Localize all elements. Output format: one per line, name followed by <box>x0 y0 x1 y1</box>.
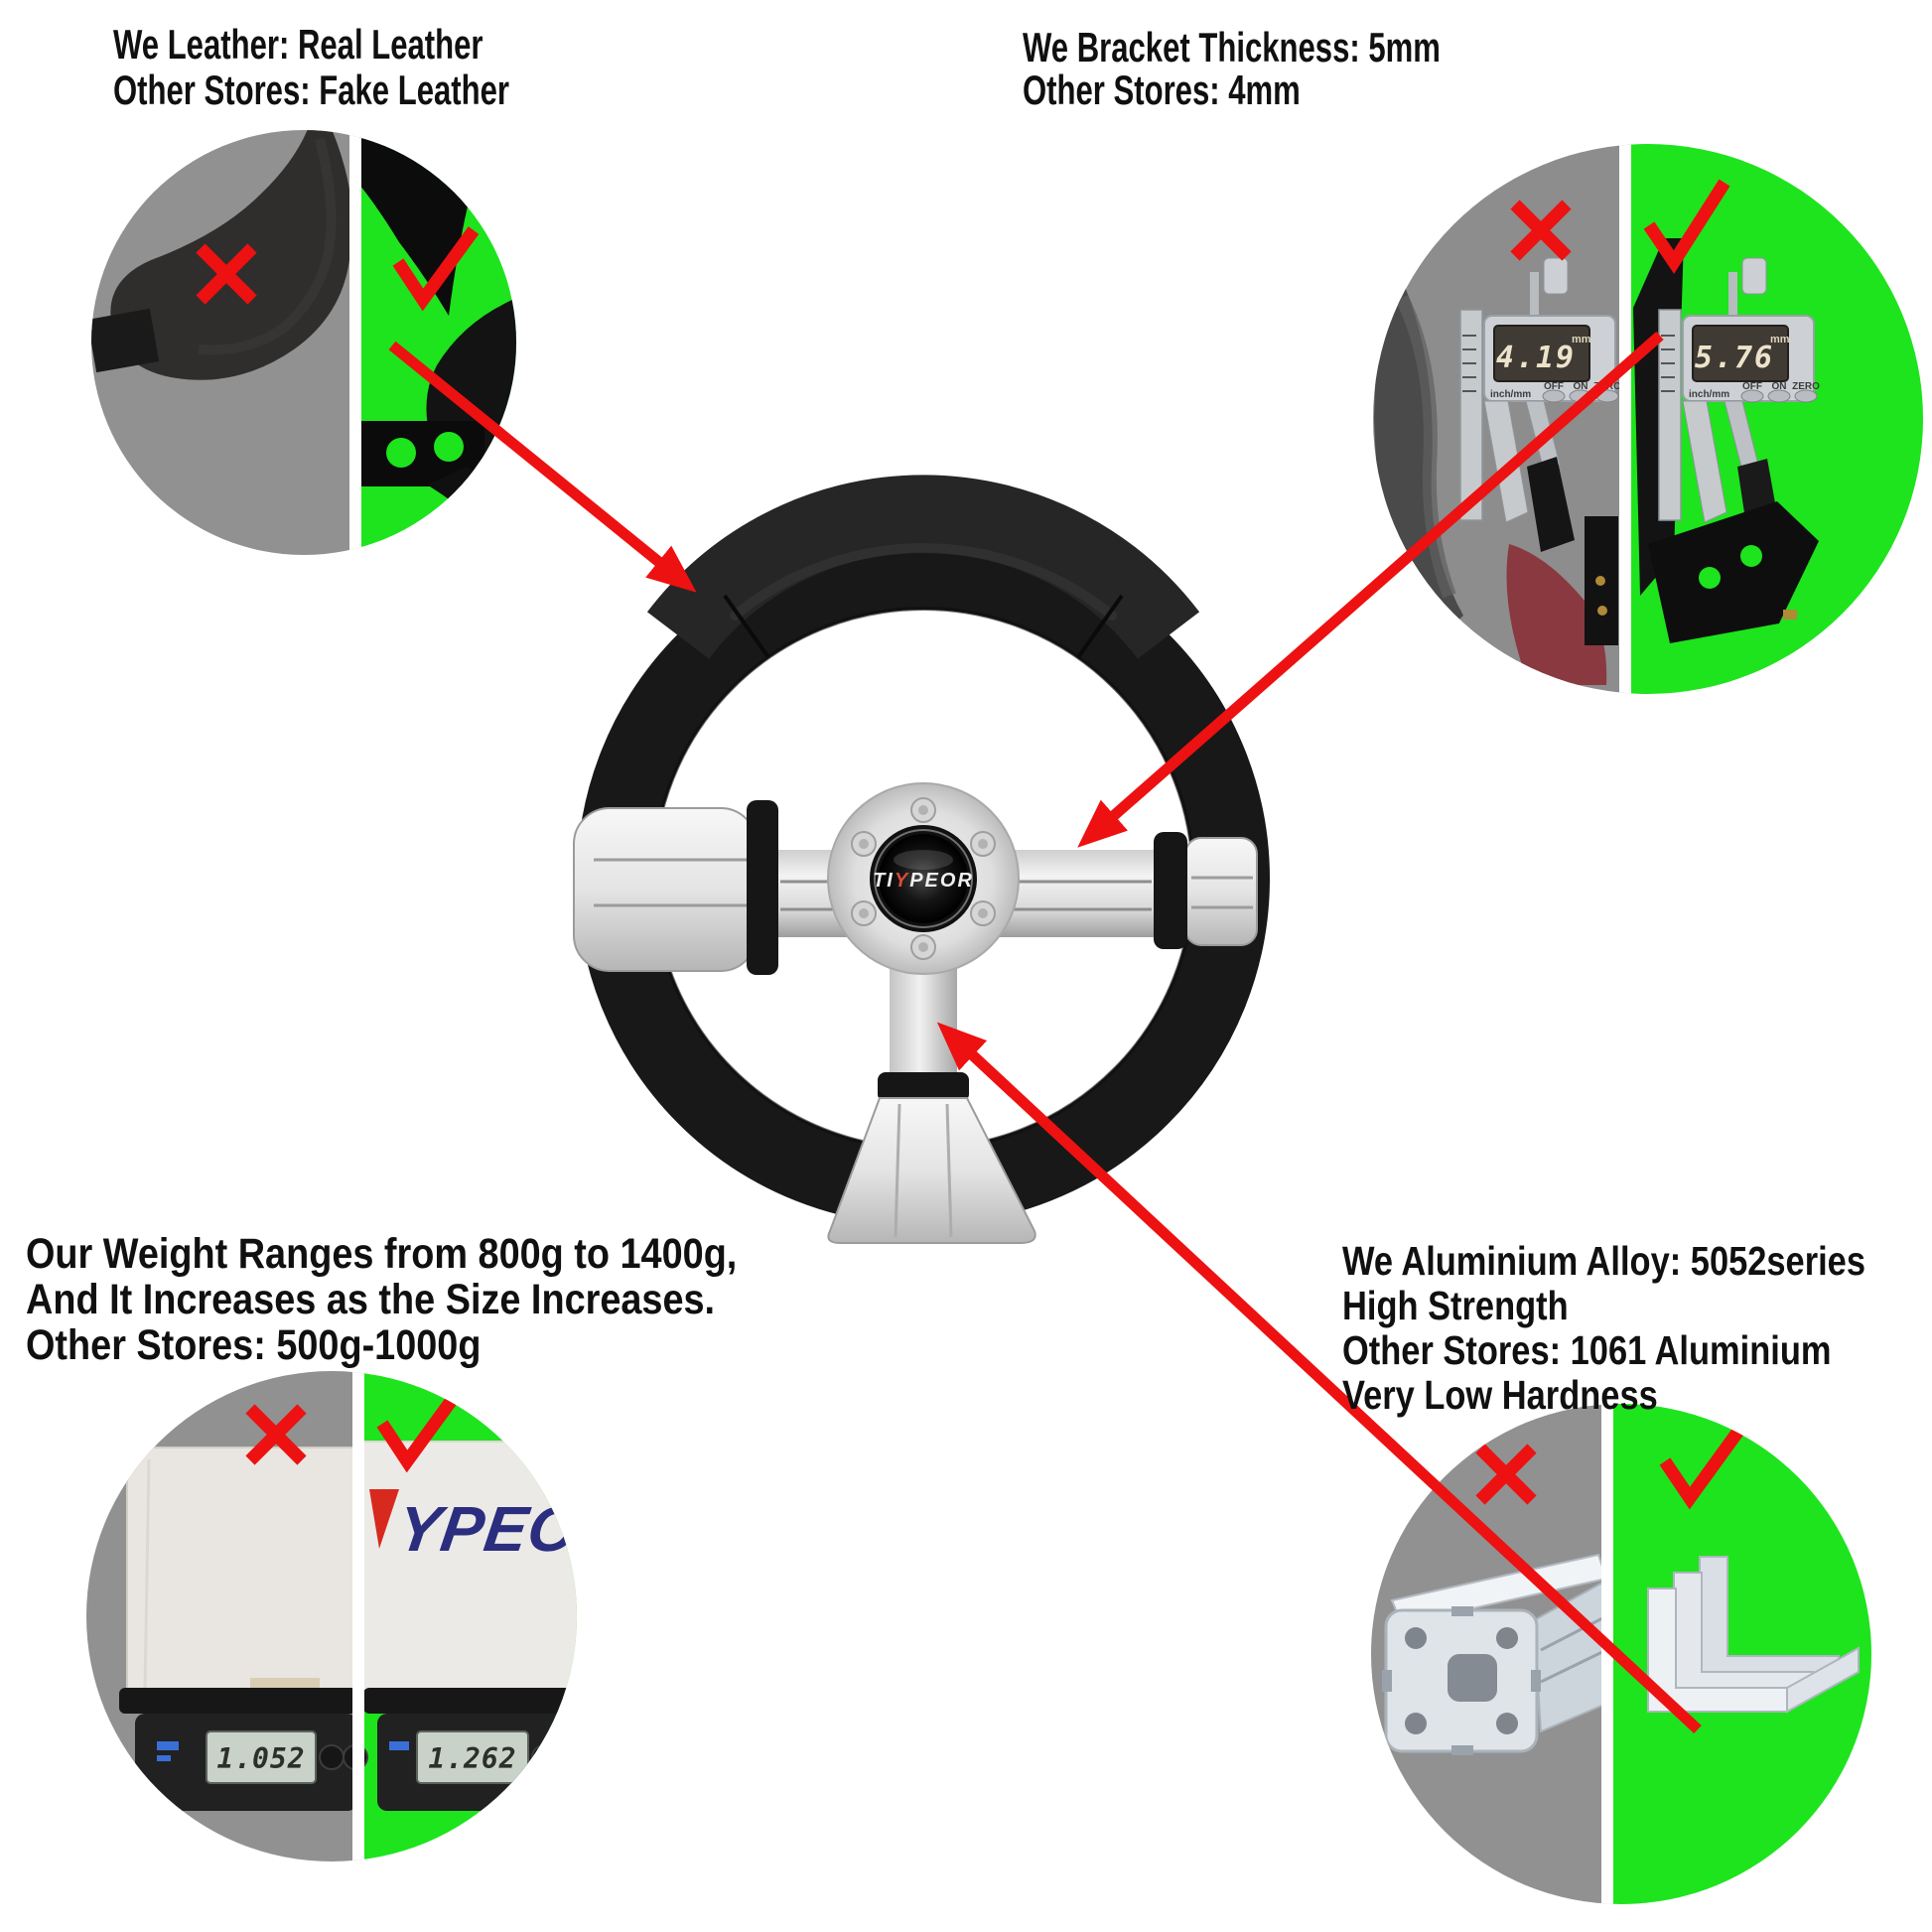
thumb-screw <box>1741 257 1767 295</box>
scale-brand-mark <box>389 1741 409 1750</box>
annotation-line: We Aluminium Alloy: 5052series <box>1342 1238 1865 1284</box>
annotation-line: We Bracket Thickness: 5mm <box>1023 24 1441 70</box>
caliper-off-label: OFF <box>1742 381 1762 392</box>
split-divider <box>1601 1404 1613 1904</box>
rim-seam <box>723 594 770 659</box>
bottom-spoke-cover <box>827 1097 1036 1244</box>
annotation-leather: We Leather: Real Leather Other Stores: F… <box>113 22 509 113</box>
rim-seam <box>1076 594 1124 659</box>
caliper-mode-label: inch/mm <box>1490 389 1531 400</box>
callout-arrows <box>388 331 1702 1734</box>
check-icon <box>1643 179 1730 274</box>
arrow-bracket <box>1077 331 1664 848</box>
hub-logo-ti: TI <box>873 870 895 892</box>
annotation-line: Other Stores: 1061 Aluminium <box>1342 1327 1832 1373</box>
caliper-on-label: ON <box>1574 381 1588 392</box>
scale-left-reading: 1.052 <box>216 1742 305 1775</box>
weight-comparison-photo: 1.052 YPEO 1.262 <box>86 1371 584 1862</box>
annotation-bracket: We Bracket Thickness: 5mm Other Stores: … <box>1023 26 1441 111</box>
arrow-leather <box>388 341 697 593</box>
check-icon <box>392 226 480 312</box>
tslot-extrusion <box>1382 1553 1608 1755</box>
annotation-line: We Leather: Real Leather <box>113 21 483 68</box>
horn-button: TIYPEOR <box>870 825 977 932</box>
caliper-lcd <box>1692 325 1789 382</box>
split-divider <box>1619 144 1631 694</box>
annotation-line: And It Increases as the Size Increases. <box>26 1276 716 1323</box>
cross-icon <box>1510 200 1572 261</box>
scale-brand-mark <box>157 1741 179 1750</box>
cross-icon <box>245 1404 307 1465</box>
rim-grip-top <box>646 475 1200 659</box>
annotation-line: Other Stores: 4mm <box>1023 67 1301 113</box>
check-icon <box>376 1388 464 1473</box>
caliper-right-reading: 5.76 <box>1695 341 1774 375</box>
annotation-alloy: We Aluminium Alloy: 5052series High Stre… <box>1342 1239 1865 1418</box>
caliper-unit-label: mm <box>1770 334 1790 345</box>
split-divider <box>352 1371 364 1862</box>
bracket-thickness-photo: 4.19 mm inch/mm OFF ON ZERO <box>1373 144 1923 694</box>
caliper-left: 4.19 mm inch/mm OFF ON ZERO <box>1459 257 1621 523</box>
annotation-line: Very Low Hardness <box>1342 1372 1658 1418</box>
caliper-lcd <box>1493 325 1590 382</box>
scale-lcd <box>416 1730 529 1784</box>
caliper-off-label: OFF <box>1544 381 1564 392</box>
scale-lcd <box>206 1730 317 1784</box>
caliper-left-reading: 4.19 <box>1496 341 1576 375</box>
split-divider <box>349 130 361 555</box>
bottom-rubber-collar <box>878 1072 969 1102</box>
plain-box-on-scale: 1.052 <box>119 1447 368 1811</box>
scale-right-reading: 1.262 <box>428 1742 516 1775</box>
caliper-mode-label: inch/mm <box>1689 389 1729 400</box>
hub-logo-peor: PEOR <box>909 870 974 892</box>
right-rubber-collar <box>1154 832 1187 949</box>
annotation-weight: Our Weight Ranges from 800g to 1400g, An… <box>26 1231 737 1368</box>
leather-comparison-photo <box>91 130 516 555</box>
thumb-screw <box>1543 257 1569 295</box>
arrow-alloy <box>936 1022 1702 1734</box>
hub-logo: TIYPEOR <box>873 870 974 892</box>
cross-icon <box>196 243 257 305</box>
caliper-on-label: ON <box>1772 381 1787 392</box>
drilled-bracket <box>1648 501 1819 643</box>
annotation-line: Other Stores: 500g-1000g <box>26 1321 482 1369</box>
cross-icon <box>1475 1444 1537 1505</box>
steering-wheel: TIYPEOR <box>573 475 1270 1244</box>
caliper-zero-label: ZERO <box>1792 381 1820 392</box>
fake-leather-spoke <box>91 130 353 380</box>
hub-screws <box>851 797 996 960</box>
branded-box-on-scale: YPEO 1.262 <box>362 1441 584 1811</box>
caliper-unit-label: mm <box>1572 334 1591 345</box>
left-spoke-pad <box>573 807 758 972</box>
box-logo-accent <box>369 1489 399 1549</box>
annotation-line: Other Stores: Fake Leather <box>113 67 509 113</box>
hub-logo-y: Y <box>895 870 909 892</box>
annotation-line: High Strength <box>1342 1283 1569 1328</box>
right-spoke-pad <box>1184 837 1258 946</box>
check-icon <box>1659 1426 1745 1510</box>
caliper-right: 5.76 mm inch/mm OFF ON ZERO <box>1658 257 1820 523</box>
box-logo-text: YPEO <box>393 1493 584 1565</box>
left-rubber-collar <box>747 800 778 975</box>
measured-bracket-left <box>1527 457 1575 552</box>
angle-aluminium <box>1647 1556 1860 1714</box>
annotation-line: Our Weight Ranges from 800g to 1400g, <box>26 1230 738 1278</box>
